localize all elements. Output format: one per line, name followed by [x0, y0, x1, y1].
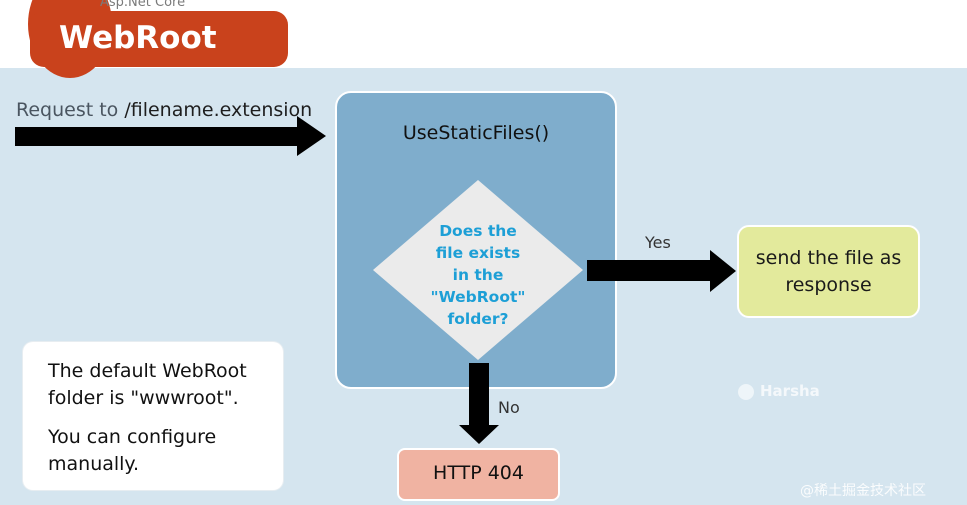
note-line: You can configure	[48, 426, 217, 448]
footer-watermark: @稀土掘金技术社区	[800, 483, 926, 499]
yes-arrow	[587, 250, 736, 292]
note-line: manually.	[48, 453, 140, 475]
brand-watermark-icon	[738, 384, 754, 400]
no-result-box	[397, 448, 560, 501]
logo-badge	[30, 11, 288, 67]
request-path: /filename.extension	[124, 99, 313, 121]
decision-line: folder?	[447, 310, 509, 328]
logo-title: WebRoot	[59, 20, 217, 56]
yes-result-line: response	[785, 274, 872, 296]
yes-label: Yes	[645, 233, 671, 252]
decision-line: file exists	[435, 244, 521, 262]
decision-diamond	[373, 180, 583, 360]
decision-line: "WebRoot"	[430, 288, 526, 306]
logo-subtitle: Asp.Net Core	[100, 0, 186, 10]
request-prefix: Request to	[16, 99, 125, 121]
no-result-text: HTTP 404	[433, 462, 524, 484]
decision-question: Does the file exists in the "WebRoot" fo…	[418, 220, 538, 330]
yes-result-text: send the file as response	[737, 245, 920, 299]
brand-watermark: Harsha	[760, 382, 820, 400]
no-label: No	[498, 398, 520, 417]
no-arrow	[459, 363, 499, 444]
yes-result-line: send the file as	[755, 247, 902, 269]
decision-line: in the	[452, 266, 504, 284]
middleware-title: UseStaticFiles()	[402, 122, 550, 144]
note-default-webroot: The default WebRoot folder is "wwwroot".	[48, 358, 278, 412]
decision-line: Does the	[439, 222, 517, 240]
note-line: The default WebRoot	[48, 360, 247, 382]
note-card	[23, 342, 283, 490]
note-line: folder is "wwwroot".	[48, 387, 239, 409]
request-arrow	[15, 116, 326, 156]
yes-result-box	[737, 225, 920, 318]
note-configure: You can configure manually.	[48, 424, 278, 478]
request-label: Request to /filename.extension	[16, 99, 312, 121]
